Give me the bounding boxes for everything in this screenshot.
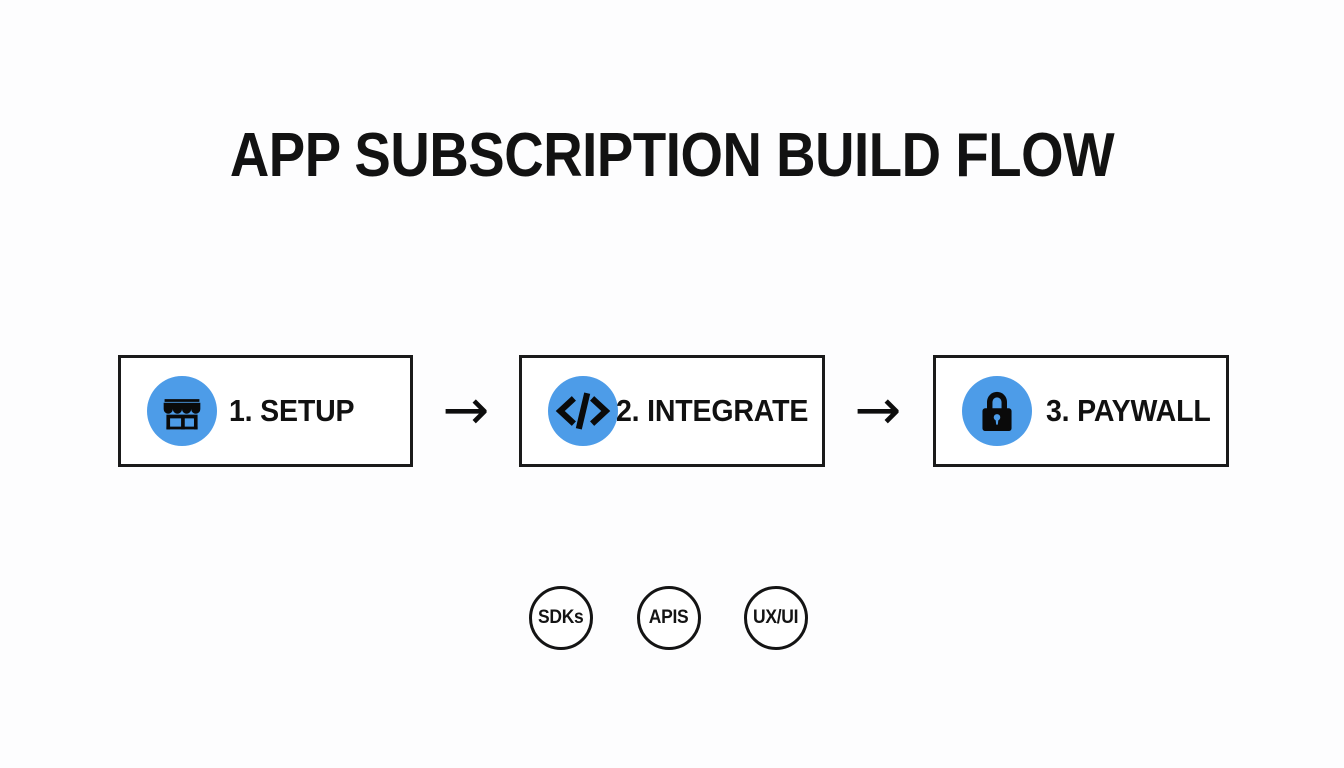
arrow-right-icon: → (442, 378, 490, 443)
flow-step-setup[interactable]: 1. SETUP (118, 355, 413, 467)
code-icon (548, 376, 618, 446)
tag-circle-label: UX/UI (753, 607, 799, 628)
flow-step-label: 3. PAYWALL (1046, 393, 1211, 428)
tag-circle-sdks[interactable]: SDKs (529, 586, 593, 650)
tag-circle-label: SDKs (538, 607, 584, 628)
flow-step-label: 1. SETUP (229, 393, 355, 428)
page-title: APP SUBSCRIPTION BUILD FLOW (229, 121, 1115, 190)
tag-circle-group: SDKs APIS UX/UI (0, 586, 1344, 656)
tag-circle-uxui[interactable]: UX/UI (744, 586, 808, 650)
flow-step-integrate[interactable]: 2. INTEGRATE (519, 355, 825, 467)
flow-step-paywall[interactable]: 3. PAYWALL (933, 355, 1229, 467)
storefront-icon (147, 376, 217, 446)
flow-diagram: 1. SETUP → 2. INTEGRATE → (0, 355, 1344, 467)
lock-icon (962, 376, 1032, 446)
tag-circle-label: APIS (649, 607, 689, 628)
flow-step-label: 2. INTEGRATE (616, 393, 809, 428)
arrow-right-icon: → (854, 378, 902, 443)
tag-circle-apis[interactable]: APIS (637, 586, 701, 650)
